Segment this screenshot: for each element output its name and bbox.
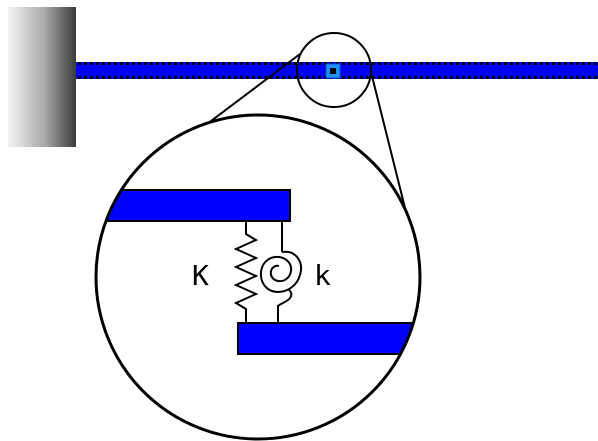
joint-marker	[325, 63, 341, 79]
rotational-spring	[259, 221, 302, 323]
label-rotational-spring: k	[314, 259, 331, 292]
beam-segment-right	[237, 322, 420, 355]
magnifier-small-circle	[296, 32, 372, 108]
magnifier-connector-right	[370, 71, 411, 229]
translational-spring	[233, 221, 259, 323]
magnifier-large-circle	[94, 113, 422, 441]
beam-segment-left	[96, 189, 291, 222]
magnifier-detail	[94, 113, 422, 441]
label-translational-spring: K	[192, 259, 209, 292]
fixed-wall	[8, 7, 76, 147]
